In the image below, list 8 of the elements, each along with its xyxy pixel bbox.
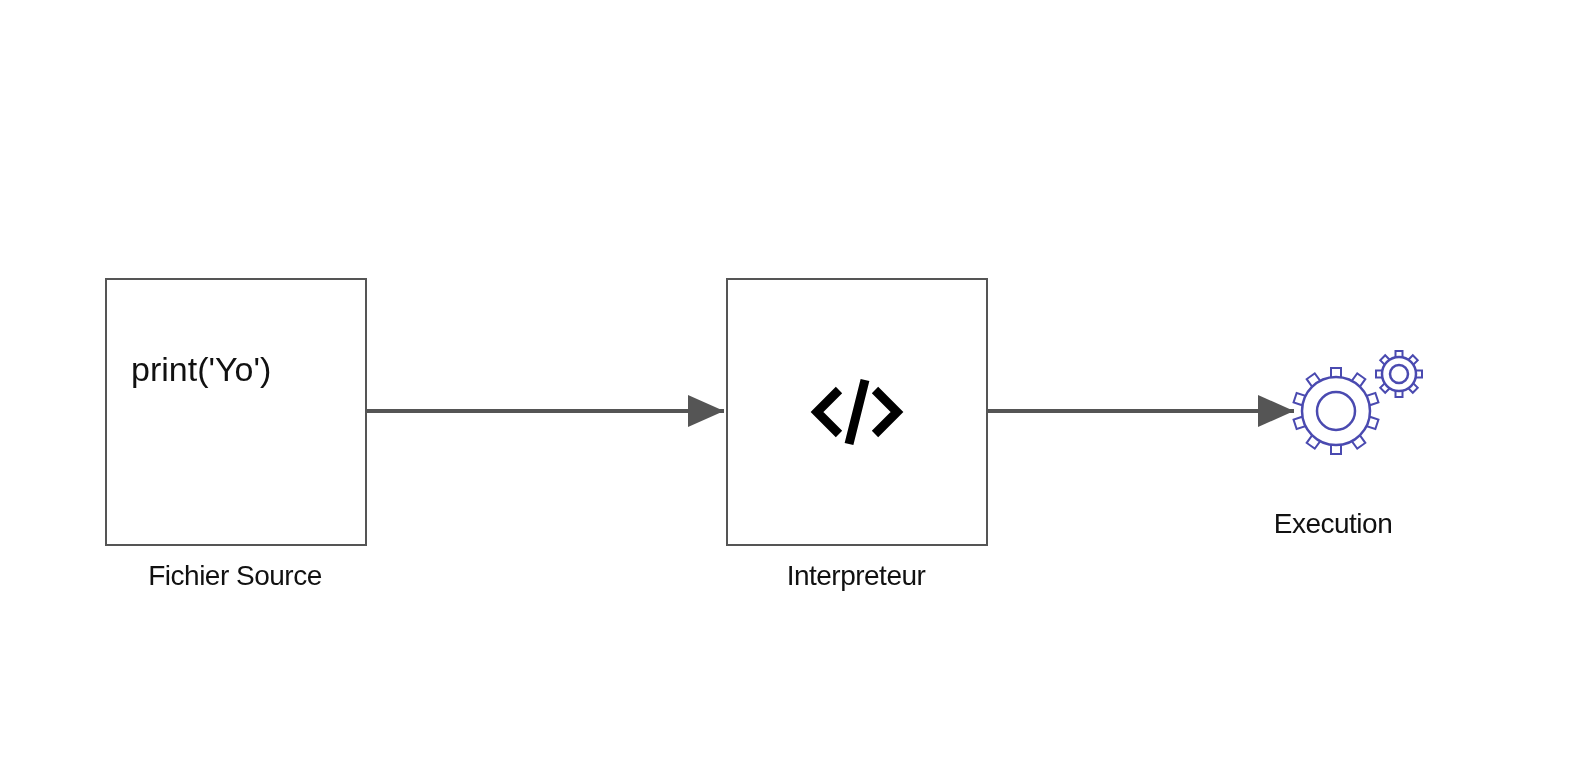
node-caption: Interpreteur: [786, 560, 926, 592]
interpreter-box: [726, 278, 988, 546]
arrow: [988, 395, 1294, 427]
arrow: [367, 395, 724, 427]
code-line: print('Yo'): [131, 350, 272, 389]
node-caption: Execution: [1273, 508, 1393, 540]
node-caption: Fichier Source: [148, 560, 322, 592]
source-file-box: [105, 278, 367, 546]
